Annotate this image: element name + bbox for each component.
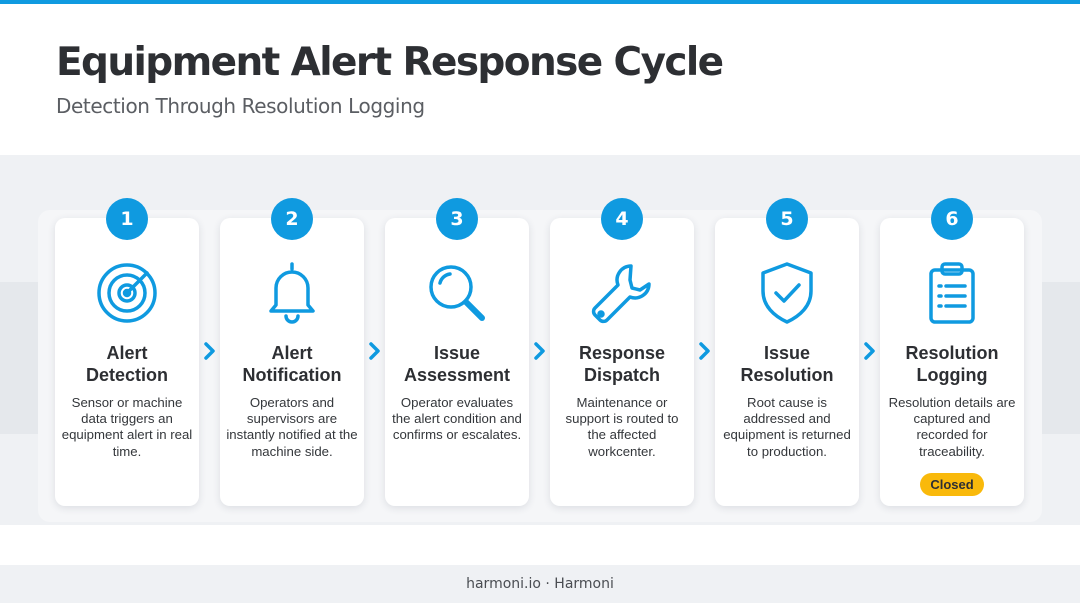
step-title: Alert Detection [85, 343, 168, 385]
status-badge: Closed [920, 473, 984, 496]
chevron-right-icon [203, 341, 217, 361]
top-accent-bar [0, 0, 1080, 4]
step-number-badge: 1 [106, 198, 148, 240]
step-number-badge: 6 [931, 198, 973, 240]
shield-check-icon [752, 258, 822, 328]
step-number-badge: 4 [601, 198, 643, 240]
step-title: Alert Notification [242, 343, 342, 385]
step-title: Issue Resolution [740, 343, 834, 385]
step-title: Response Dispatch [578, 343, 666, 385]
step-description: Sensor or machine data triggers an equip… [61, 395, 193, 459]
step-title: Issue Assessment [403, 343, 511, 385]
step-card-issue-assessment: Issue Assessment Operator evaluates the … [385, 218, 529, 506]
footer: harmoni.io · Harmoni [0, 565, 1080, 603]
radar-target-icon [92, 258, 162, 328]
step-card-resolution-logging: Resolution Logging Resolution details ar… [880, 218, 1024, 506]
bell-icon [257, 258, 327, 328]
clipboard-list-icon [917, 258, 987, 328]
step-number-badge: 3 [436, 198, 478, 240]
chevron-right-icon [863, 341, 877, 361]
step-number-badge: 2 [271, 198, 313, 240]
footer-text: harmoni.io · Harmoni [466, 576, 614, 592]
step-card-issue-resolution: Issue Resolution Root cause is addressed… [715, 218, 859, 506]
step-description: Resolution details are captured and reco… [888, 395, 1016, 459]
step-description: Root cause is addressed and equipment is… [723, 395, 851, 459]
step-card-alert-notification: Alert Notification Operators and supervi… [220, 218, 364, 506]
chevron-right-icon [368, 341, 382, 361]
page-title: Equipment Alert Response Cycle [56, 40, 724, 85]
step-description: Maintenance or support is routed to the … [565, 395, 679, 459]
step-description: Operator evaluates the alert condition a… [392, 395, 522, 443]
step-card-response-dispatch: Response Dispatch Maintenance or support… [550, 218, 694, 506]
step-description: Operators and supervisors are instantly … [226, 395, 358, 459]
steps-panel [38, 210, 1042, 522]
wrench-icon [587, 258, 657, 328]
chevron-right-icon [533, 341, 547, 361]
page-subtitle: Detection Through Resolution Logging [56, 94, 425, 118]
chevron-right-icon [698, 341, 712, 361]
step-number-badge: 5 [766, 198, 808, 240]
step-title: Resolution Logging [905, 343, 999, 385]
magnifier-icon [422, 258, 492, 328]
step-card-alert-detection: Alert Detection Sensor or machine data t… [55, 218, 199, 506]
